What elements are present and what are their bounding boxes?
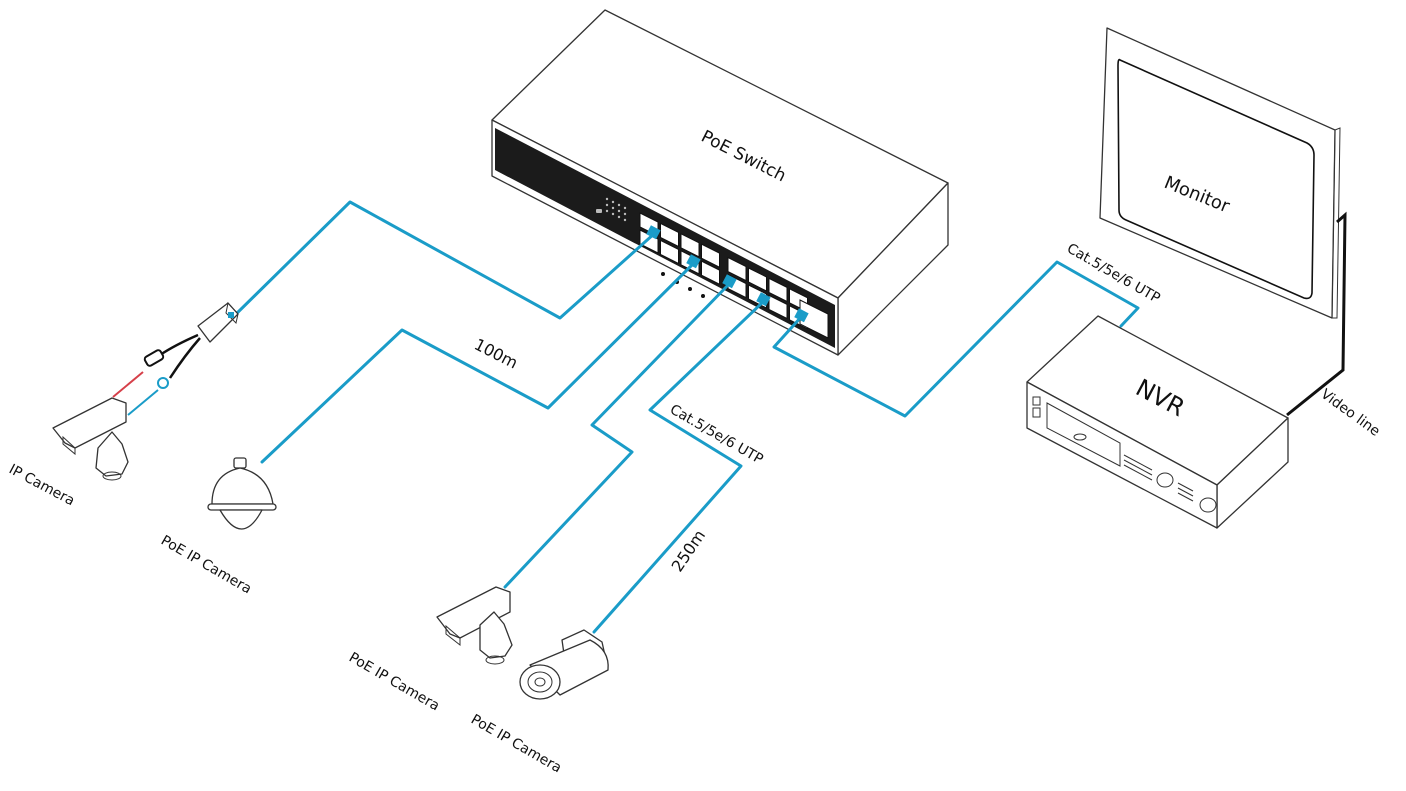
bullet-camera-label: PoE IP Camera [468,712,564,777]
splitter-power-lead [159,333,199,357]
monitor-screen [1117,58,1315,300]
splitter-connector [228,312,234,318]
ip-camera[interactable] [52,397,129,481]
dome-camera-label: PoE IP Camera [158,533,254,598]
switch-port[interactable] [768,277,788,303]
box-camera[interactable] [436,586,513,665]
rj45-plug-icon [157,377,169,389]
box-camera-housing [436,586,511,639]
switch-port[interactable] [701,260,720,286]
bullet-lens-center [534,677,546,687]
nvr-ir-window [1199,497,1217,513]
box-camera-label: PoE IP Camera [346,650,442,715]
nvr-power-button[interactable] [1032,396,1041,406]
splitter-port [225,301,239,324]
bullet-lens [527,671,553,693]
cable-ip-camera[interactable] [230,200,657,320]
box-camera-mount [479,611,513,659]
monitor[interactable]: Monitor [1099,27,1341,319]
cable-bullet-camera[interactable] [592,298,767,634]
camera-mount [95,431,129,477]
dome-cap [233,457,247,469]
splitter-data-lead [168,337,201,379]
monitor-bezel-edge [1331,127,1341,319]
switch-port[interactable] [727,256,747,282]
camera-housing [52,397,127,449]
switch-led-indicators [596,197,627,222]
switch-port[interactable] [768,294,788,320]
more-ports-ellipsis [661,272,705,298]
data-cable [127,389,159,416]
port-connectors [646,225,809,323]
dome-camera[interactable] [207,457,277,530]
cable-dome-camera[interactable] [260,260,697,464]
utp-label-cameras: Cat.5/5e/6 UTP [667,402,766,468]
dome-lens-cover [219,509,263,530]
cable-box-camera[interactable] [503,280,733,589]
bullet-camera[interactable] [519,629,609,700]
power-cable [112,371,144,398]
ip-camera-label: IP Camera [6,461,77,509]
splitter-body [197,302,239,343]
distance-label-250m: 250m [668,526,710,575]
dome-ring [207,503,277,511]
camera-lens-hood [62,435,76,456]
nvr-disk-bay [1046,402,1121,467]
nvr-jog-dial [1156,472,1174,488]
camera-mount-base [102,471,122,481]
dome-housing [211,467,274,505]
switch-port[interactable] [680,232,700,258]
nvr[interactable]: NVR [1026,315,1289,529]
poe-splitter[interactable] [112,301,239,416]
cables [230,200,1140,634]
switch-port[interactable] [748,267,767,292]
nvr-disk-slot [1073,433,1087,441]
nvr-usb-port [1032,407,1041,418]
video-line-cable[interactable] [1286,211,1347,417]
dc-plug-icon [143,349,165,367]
switch-ports [639,212,808,330]
video-line-label: Video line [1318,386,1383,439]
cable-nvr[interactable] [772,260,1140,418]
box-camera-mount-base [485,655,505,665]
bullet-lens-ring [519,664,561,700]
box-camera-hood [445,624,461,647]
switch-port[interactable] [660,239,679,265]
distance-label-100m: 100m [471,335,521,373]
switch-port[interactable] [701,243,720,269]
nvr-front-buttons [1123,454,1194,502]
switch-port[interactable] [660,222,679,248]
poe-switch[interactable]: PoE Switch [491,9,949,356]
